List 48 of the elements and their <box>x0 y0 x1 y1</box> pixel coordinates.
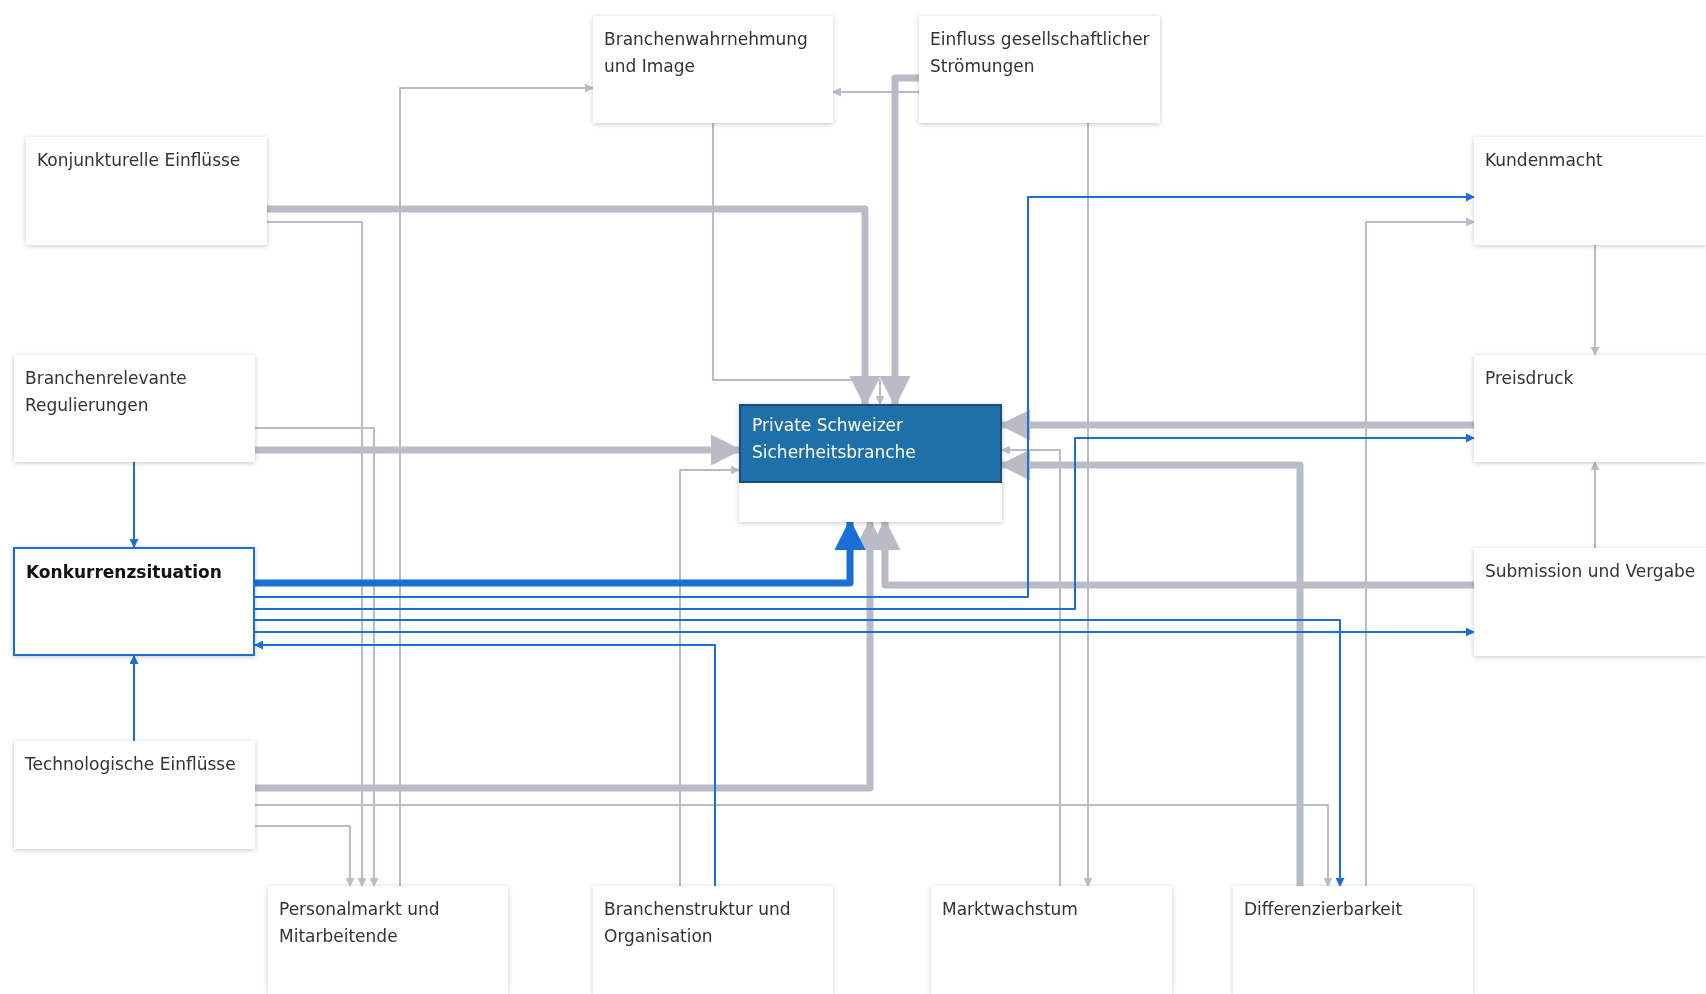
arrow <box>254 825 355 887</box>
factor-box <box>593 886 833 994</box>
factor-box <box>26 137 267 245</box>
arrow <box>712 122 885 405</box>
arrow <box>1365 217 1475 887</box>
node-label: Personalmarkt und Mitarbeitende <box>279 898 441 948</box>
factor-box <box>593 16 833 123</box>
arrow <box>129 655 139 742</box>
factor-box <box>268 886 508 994</box>
arrow <box>254 619 1345 887</box>
arrow <box>266 221 367 887</box>
node-label: Submission und Vergabe <box>1485 560 1697 583</box>
arrow <box>1083 122 1093 887</box>
arrow <box>254 804 1333 887</box>
arrow <box>254 640 716 887</box>
arrow <box>254 427 379 887</box>
factor-box <box>1474 548 1706 656</box>
node-label: Preisdruck <box>1485 367 1575 390</box>
node-label: Kundenmacht <box>1485 149 1604 172</box>
arrow <box>129 461 139 548</box>
factor-box <box>13 547 255 656</box>
node-label: Marktwachstum <box>942 898 1079 921</box>
node-label: Branchenrelevante Regulierungen <box>25 367 188 417</box>
factor-box <box>931 886 1172 994</box>
arrow <box>832 87 920 97</box>
arrow <box>679 465 740 887</box>
central-box <box>739 404 1002 522</box>
arrow <box>1590 244 1600 356</box>
node-label: Konkurrenzsituation <box>26 561 223 584</box>
factor-box <box>1474 355 1706 462</box>
arrow <box>1001 445 1061 887</box>
arrow <box>1590 461 1600 549</box>
arrow <box>254 433 1475 610</box>
factor-box <box>1474 137 1706 245</box>
factor-box <box>1233 886 1473 994</box>
arrow <box>254 192 1475 598</box>
arrow <box>399 83 594 887</box>
node-label: Branchenwahrnehmung und Image <box>604 28 809 78</box>
node-label: Technologische Einflüsse <box>25 753 237 776</box>
node-label: Einfluss gesellschaftlicher Strömungen <box>930 28 1151 78</box>
factor-box <box>14 355 255 462</box>
node-label: Private Schweizer Sicherheitsbranche <box>739 404 1002 483</box>
factor-box <box>919 16 1160 123</box>
node-label: Konjunkturelle Einflüsse <box>37 149 242 172</box>
factor-box <box>14 741 255 849</box>
arrow <box>254 627 1475 637</box>
node-label: Differenzierbarkeit <box>1244 898 1404 921</box>
node-label: Branchenstruktur und Organisation <box>604 898 792 948</box>
